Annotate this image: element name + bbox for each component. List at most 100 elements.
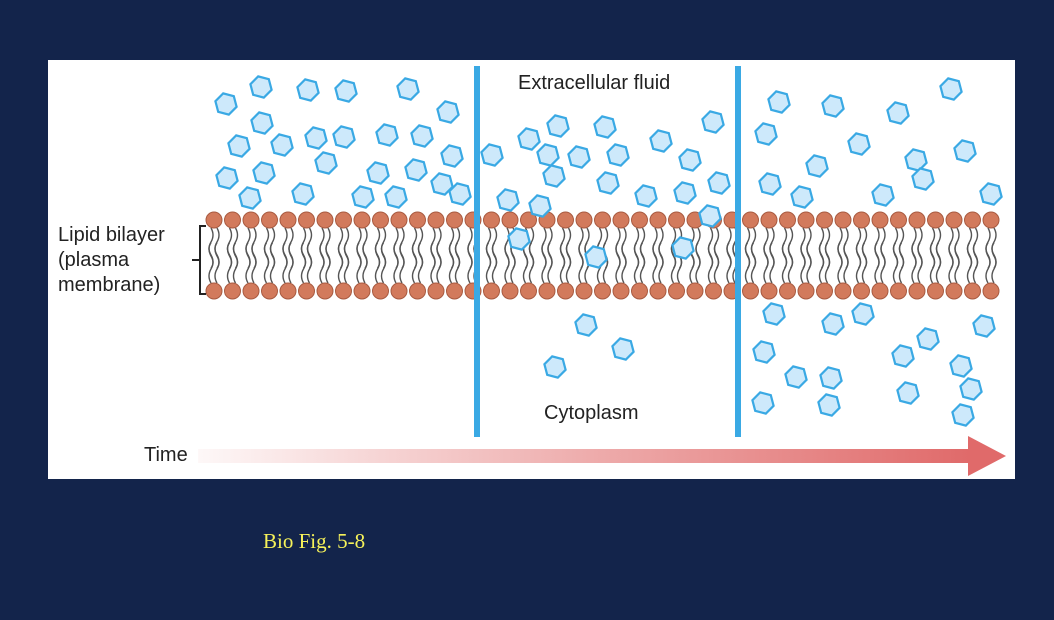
lipid-bilayer-label: Lipid bilayer (plasma membrane)	[58, 223, 198, 298]
phospholipid-pair	[760, 211, 778, 300]
figure-caption: Bio Fig. 5-8	[263, 529, 366, 553]
solute-molecule	[574, 313, 598, 337]
phospholipid-pair	[427, 211, 445, 300]
phospholipid-pair	[242, 211, 260, 300]
lipid-head	[760, 211, 778, 229]
solute-molecule	[214, 92, 238, 116]
lipid-head	[612, 282, 630, 300]
phospholipid-pair	[446, 211, 463, 300]
lipid-tail	[436, 242, 442, 284]
lipid-head	[242, 211, 260, 229]
lipid-head	[686, 282, 704, 300]
phospholipid-pair	[631, 211, 648, 300]
lipid-tail	[467, 242, 473, 284]
solute-molecule	[953, 139, 977, 163]
lipid-head	[649, 211, 667, 229]
lipid-tail	[319, 242, 325, 284]
lipid-head	[705, 282, 722, 300]
phospholipid-pair	[890, 211, 907, 300]
lipid-tail	[263, 242, 270, 284]
phospholipid-pair	[353, 211, 371, 300]
time-label: Time	[144, 444, 188, 466]
solute-molecule	[959, 377, 983, 401]
lipid-head	[612, 211, 630, 229]
phospholipid-pair	[501, 211, 519, 300]
lipid-tail	[282, 242, 288, 284]
solute-molecule	[250, 111, 274, 135]
lipid-head	[409, 211, 426, 229]
phospholipid-pair	[612, 211, 630, 300]
lipid-head	[409, 282, 426, 300]
lipid-tail	[633, 242, 640, 284]
phospholipid-pair	[834, 211, 852, 300]
lipid-head	[797, 211, 815, 229]
solute-molecule	[911, 167, 935, 191]
lipid-head	[298, 282, 315, 300]
solute-molecule	[972, 314, 996, 338]
lipid-head	[668, 211, 685, 229]
solute-molecule	[238, 186, 262, 210]
solute-molecule	[896, 381, 920, 405]
lipid-tail	[787, 242, 794, 284]
lipid-head	[742, 211, 759, 229]
solute-molecule	[334, 79, 358, 103]
phospholipid-pair	[538, 211, 556, 300]
phospholipid-pair	[779, 211, 796, 300]
lipid-tail	[972, 242, 979, 284]
solute-molecule	[891, 344, 915, 368]
lipid-tail	[707, 242, 714, 284]
lipid-head	[853, 282, 870, 300]
lipid-tail	[269, 242, 276, 284]
solute-molecule	[821, 312, 845, 336]
solute-molecule	[758, 172, 782, 196]
lipid-tail	[393, 242, 399, 284]
lipid-tail	[621, 242, 627, 284]
lipid-tail	[806, 242, 812, 284]
lipid-tail	[547, 242, 553, 284]
solute-molecule	[375, 123, 399, 147]
lipid-tail	[874, 242, 880, 284]
solute-molecule	[784, 365, 808, 389]
lipid-tail	[929, 242, 936, 284]
lipid-tail	[411, 242, 418, 284]
lipid-tail	[565, 242, 572, 284]
solute-molecule	[847, 132, 871, 156]
lipid-head	[353, 282, 371, 300]
phospholipid-pair	[927, 211, 944, 300]
phospholipid-pair	[816, 211, 833, 300]
lipid-tail	[528, 242, 535, 284]
lipid-tail	[763, 242, 769, 284]
lipid-head	[538, 282, 556, 300]
lipid-head	[927, 211, 944, 229]
lipid-head	[335, 282, 352, 300]
divider-line-1	[474, 66, 480, 437]
solute-molecule	[249, 75, 273, 99]
solute-molecule	[215, 166, 239, 190]
lipid-tail	[781, 242, 788, 284]
phospholipid-pair	[390, 211, 408, 300]
lipid-tail	[695, 242, 701, 284]
solute-molecule	[584, 245, 608, 269]
phospholipid-pair	[908, 211, 926, 300]
lipid-head	[316, 282, 334, 300]
lipid-tail	[917, 242, 923, 284]
lipid-tail	[726, 242, 732, 284]
lipid-tail	[300, 242, 307, 284]
lipid-tail	[898, 242, 905, 284]
solute-molecule	[821, 94, 845, 118]
lipid-head	[594, 282, 611, 300]
lipid-head	[945, 282, 963, 300]
lipid-tail	[374, 242, 381, 284]
phospholipid-pair	[982, 211, 1000, 300]
lipid-tail	[991, 242, 997, 284]
lipid-head	[261, 211, 278, 229]
solute-molecule	[851, 302, 875, 326]
phospholipid-pair	[797, 211, 815, 300]
solute-molecule	[543, 355, 567, 379]
phospholipid-pair	[575, 211, 593, 300]
lipid-head	[871, 282, 889, 300]
time-arrow	[198, 436, 1006, 476]
solute-molecule	[979, 182, 1003, 206]
time-dividers	[474, 66, 741, 437]
lipid-tail	[966, 242, 973, 284]
